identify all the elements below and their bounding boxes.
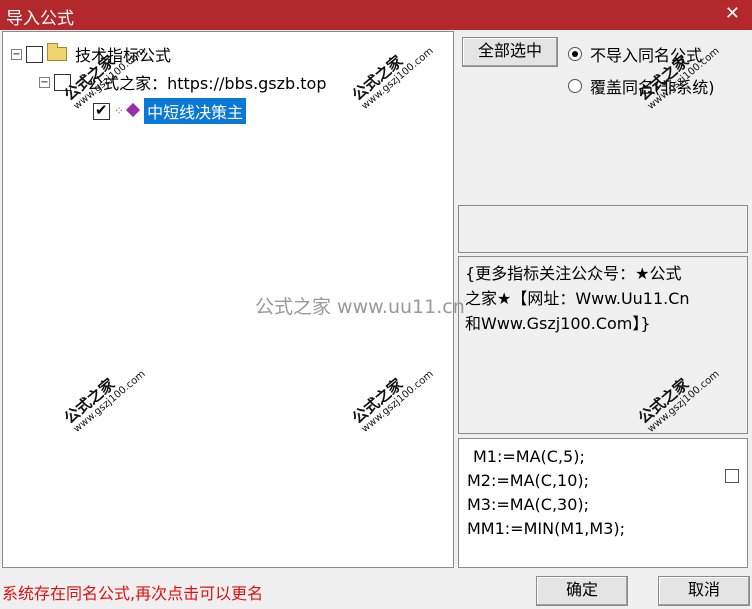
child-checkbox[interactable] xyxy=(54,73,71,91)
ok-button[interactable]: 确定 xyxy=(536,576,628,606)
code-line: M3:=MA(C,30); xyxy=(467,495,590,514)
window-title: 导入公式 xyxy=(6,9,74,29)
root-checkbox[interactable] xyxy=(26,45,43,63)
collapse-icon[interactable]: − xyxy=(39,76,50,88)
description-line: 和Www.Gszj100.Com】} xyxy=(465,314,651,333)
tree-node-child-label: 公式之家：https://bbs.gszb.top xyxy=(87,74,327,93)
cancel-button[interactable]: 取消 xyxy=(658,576,750,606)
leaf-checkbox[interactable] xyxy=(93,101,110,120)
tree-line-icon: ⁘ xyxy=(75,75,86,89)
radio-overwrite-dot[interactable] xyxy=(568,79,582,93)
code-line: M2:=MA(C,10); xyxy=(467,471,590,490)
formula-icon xyxy=(126,104,140,118)
select-all-button[interactable]: 全部选中 xyxy=(462,37,558,67)
tree-node-root[interactable]: − 技术指标公式 xyxy=(11,42,171,66)
tree-node-root-label: 技术指标公式 xyxy=(75,46,172,65)
empty-box xyxy=(458,205,748,253)
close-icon[interactable]: ✕ xyxy=(724,3,740,24)
description-line: {更多指标关注公众号：★公式 xyxy=(465,264,682,283)
status-message: 系统存在同名公式,再次点击可以更名 xyxy=(2,584,264,603)
radio-skip-duplicate[interactable]: 不导入同名公式 xyxy=(568,42,702,66)
radio-skip-duplicate-dot[interactable] xyxy=(568,47,582,61)
title-bar: 导入公式 ✕ xyxy=(0,0,752,30)
tree-line-icon: ⁘ xyxy=(114,104,125,118)
code-line: M1:=MA(C,5); xyxy=(473,447,585,466)
radio-skip-duplicate-label: 不导入同名公式 xyxy=(590,46,703,65)
radio-overwrite-label: 覆盖同名(非系统) xyxy=(590,78,715,97)
watermark-text: 公式之家 www.uu11.cn xyxy=(255,296,465,318)
code-checkbox[interactable] xyxy=(725,469,739,483)
description-line: 之家★【网址：Www.Uu11.Cn xyxy=(465,289,690,308)
code-line: MM1:=MIN(M1,M3); xyxy=(467,519,626,538)
code-panel[interactable]: M1:=MA(C,5); M2:=MA(C,10); M3:=MA(C,30);… xyxy=(458,438,748,568)
folder-icon xyxy=(47,43,67,61)
tree-node-leaf[interactable]: ⁘ 中短线决策主 xyxy=(93,98,247,124)
radio-overwrite[interactable]: 覆盖同名(非系统) xyxy=(568,74,715,98)
tree-node-child[interactable]: − ⁘ 公式之家：https://bbs.gszb.top xyxy=(39,70,327,94)
description-panel: {更多指标关注公众号：★公式 之家★【网址：Www.Uu11.Cn 和Www.G… xyxy=(458,256,748,434)
collapse-icon[interactable]: − xyxy=(11,48,22,60)
formula-tree[interactable]: − 技术指标公式 − ⁘ 公式之家：https://bbs.gszb.top ⁘… xyxy=(2,31,454,568)
tree-node-leaf-label[interactable]: 中短线决策主 xyxy=(144,98,247,124)
